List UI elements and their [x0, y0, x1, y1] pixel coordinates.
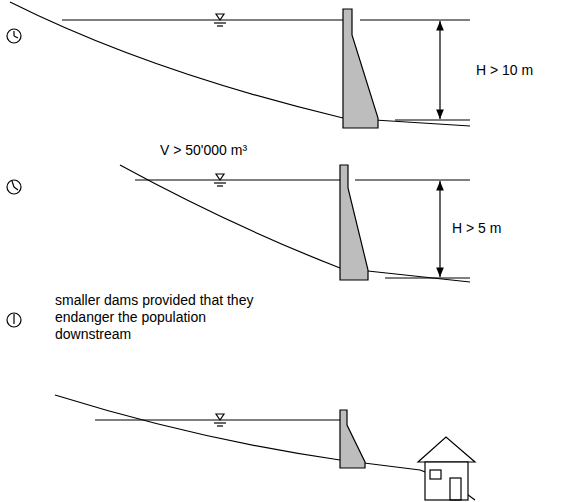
- water-surface: [95, 419, 340, 420]
- water-symbol: [214, 14, 226, 26]
- dimension-label: H > 10 m: [476, 62, 533, 79]
- dimension-line: [355, 179, 470, 180]
- dimension-line: [360, 19, 470, 20]
- clock-icon: [7, 180, 21, 194]
- dimension-arrow: [439, 21, 440, 119]
- water-symbol: [214, 174, 226, 186]
- house: [418, 437, 475, 500]
- water-surface: [135, 179, 340, 180]
- dam: [340, 410, 365, 468]
- water-surface: [62, 19, 343, 20]
- dimension-line: [385, 277, 470, 278]
- dam: [340, 165, 368, 280]
- dimension-label: H > 5 m: [452, 220, 501, 237]
- clock-icon: [7, 29, 21, 43]
- ground-line: [55, 395, 475, 500]
- note-text: smaller dams provided that they endanger…: [55, 292, 255, 343]
- ground-line: [120, 165, 470, 282]
- ground-line: [10, 2, 470, 126]
- dimension-line: [395, 119, 470, 120]
- clock-icon: [7, 313, 21, 327]
- dam: [343, 9, 378, 128]
- dimension-arrow: [439, 181, 440, 277]
- water-symbol: [214, 414, 226, 426]
- volume-label: V > 50'000 m³: [160, 142, 247, 159]
